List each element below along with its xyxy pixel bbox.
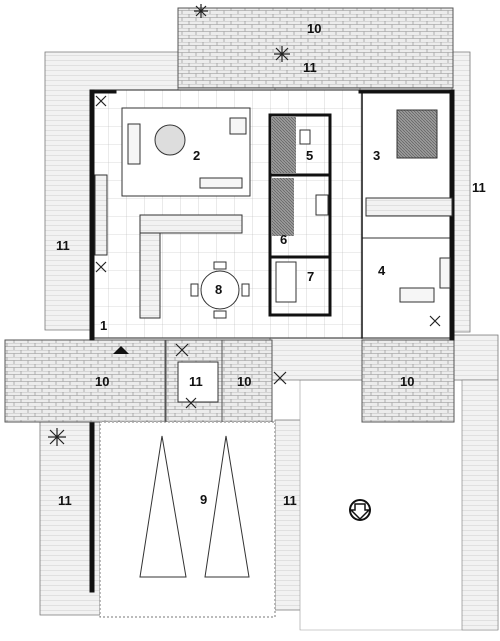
brick-paving <box>4 7 455 423</box>
triangle-marker-icon <box>113 346 129 354</box>
carport <box>99 421 276 618</box>
label-garden-bottom-left: 11 <box>58 493 72 508</box>
label-garden-top: 11 <box>303 60 317 75</box>
label-bedroom-b: 4 <box>378 263 386 278</box>
label-utility: 6 <box>280 232 287 247</box>
label-paving-left: 10 <box>95 374 109 389</box>
plant-icon <box>48 4 441 446</box>
label-garden-court: 11 <box>189 374 203 389</box>
furniture <box>94 107 453 319</box>
label-paving-right: 10 <box>400 374 414 389</box>
label-bath-a: 5 <box>306 148 313 163</box>
label-carport: 9 <box>200 492 207 507</box>
label-garden-right: 11 <box>472 180 486 195</box>
label-garden-left: 11 <box>56 238 70 253</box>
label-paving-top: 10 <box>307 21 321 36</box>
north-arrow-icon <box>349 499 371 521</box>
label-dining: 8 <box>215 282 222 297</box>
label-garden-bottom-mid: 11 <box>283 493 297 508</box>
label-entry: 1 <box>100 318 107 333</box>
label-living: 2 <box>193 148 200 163</box>
label-bath-b: 7 <box>307 269 314 284</box>
label-bedroom-a: 3 <box>373 148 380 163</box>
label-paving-mid: 10 <box>237 374 251 389</box>
